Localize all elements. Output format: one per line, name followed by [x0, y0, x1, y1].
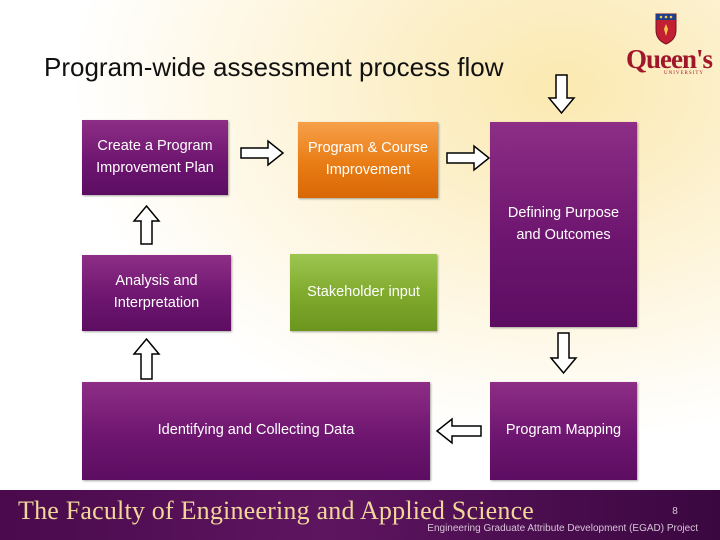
arrow-down-icon — [547, 74, 576, 115]
arrow-left-icon — [435, 417, 482, 445]
logo-wordmark: Queen's — [626, 44, 713, 74]
queens-crest-icon — [655, 13, 677, 45]
arrow-up-icon — [132, 337, 161, 380]
logo-subtext: UNIVERSITY — [664, 71, 704, 76]
arrow-right-icon — [446, 144, 491, 172]
node-analysis-interpretation: Analysis and Interpretation — [82, 255, 231, 331]
footer-title: The Faculty of Engineering and Applied S… — [18, 496, 535, 525]
arrow-right-icon — [240, 139, 285, 167]
footer-bar — [0, 490, 720, 540]
footer-subtitle: Engineering Graduate Attribute Developme… — [427, 523, 698, 534]
arrow-up-icon — [132, 204, 161, 245]
slide-title: Program-wide assessment process flow — [44, 52, 504, 82]
node-collecting-data: Identifying and Collecting Data — [82, 382, 430, 480]
node-improvement-plan: Create a Program Improvement Plan — [82, 120, 228, 195]
node-program-course-improvement: Program & Course Improvement — [298, 122, 438, 198]
node-stakeholder-input: Stakeholder input — [290, 254, 437, 331]
arrow-down-icon — [549, 332, 578, 375]
node-program-mapping: Program Mapping — [490, 382, 637, 480]
page-number: 8 — [672, 506, 678, 517]
node-defining-purpose: Defining Purpose and Outcomes — [490, 122, 637, 327]
